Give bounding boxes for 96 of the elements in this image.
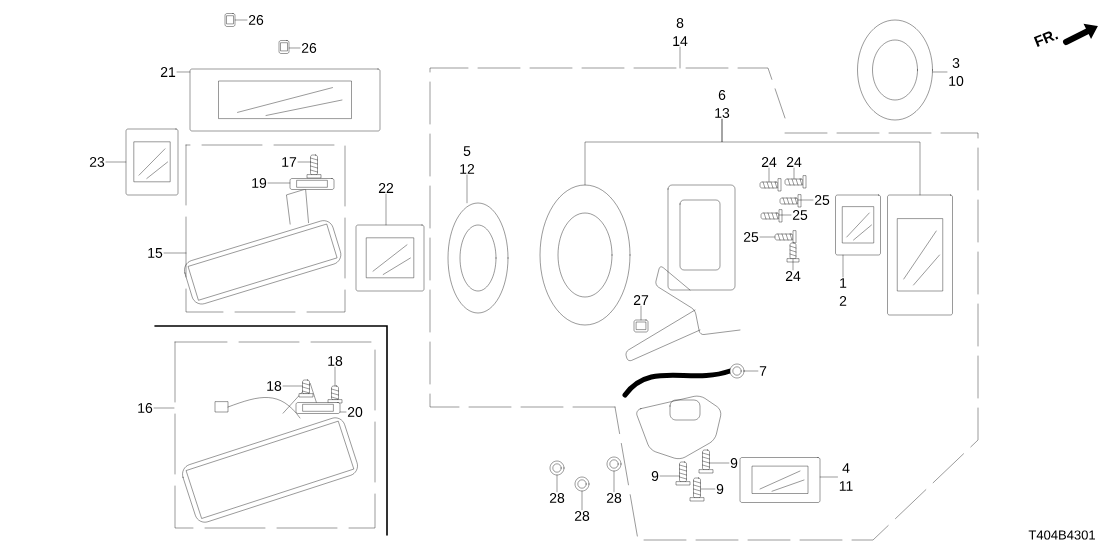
leader-line [744,370,759,372]
leader-line [340,411,347,413]
clip-drawing [633,319,649,333]
callout-number: 9 [730,458,738,468]
screw-drawing [298,379,314,398]
callout-number: 16 [138,403,153,413]
cover-drawing [355,224,425,292]
callout-number: 19 [252,178,267,188]
cover-drawing [189,68,381,132]
drawing-code: T404B4301 [1028,530,1095,540]
leader-line [556,475,558,493]
leader-line [768,167,770,182]
leader-line [297,161,311,163]
callout-number: 17 [282,157,297,167]
callout-number: 9 [651,471,659,481]
callout-number: 23 [89,157,105,167]
leader-line [792,259,794,271]
callout-number: 25 [814,195,830,205]
leader-line [793,167,795,179]
callout-number: 6 13 [715,90,730,118]
grommet-drawing [729,363,745,379]
leader-line [176,71,190,73]
callout-number: 20 [347,407,363,417]
callout-number: 18 [267,381,282,391]
callout-number: 27 [633,295,649,305]
screw-drawing [759,178,782,192]
leader-line [779,214,792,216]
callout-number: 5 12 [460,146,475,174]
callout-number: 1 2 [839,278,847,306]
leader-line [289,47,301,49]
leader-line [842,255,844,278]
leader-line [581,491,583,511]
leader-line [105,161,126,163]
screw-drawing [774,230,797,244]
callout-number: 28 [549,493,565,503]
callout-number: 3 10 [949,58,964,86]
leader-line [798,199,814,201]
bolt-drawing [698,449,714,474]
callout-number: 24 [785,271,801,281]
leader-line [820,476,838,478]
leader-line [613,471,615,493]
clip-drawing [278,40,290,54]
nut-drawing [606,456,622,472]
leader-line [700,488,716,490]
lamp-drawing [835,194,881,256]
screw-drawing [760,209,783,223]
leader-line [334,366,336,386]
screw-drawing [779,194,802,208]
housing-drawing [539,184,631,326]
leader-line [659,475,680,477]
leader-line [721,118,921,195]
callout-number: 21 [160,67,176,77]
cover-drawing [125,128,179,196]
leader-line [709,462,730,464]
callout-number: 9 [716,484,724,494]
screw-drawing [327,385,343,404]
trim-drawing [739,457,821,503]
nut-drawing [549,460,565,476]
bolt-drawing [689,477,705,502]
bolt-drawing [675,461,691,486]
callout-number: 24 [761,157,777,167]
leader-line [163,252,187,254]
callout-number: 22 [378,183,394,193]
callout-number: 24 [786,157,802,167]
leader-line [282,385,303,387]
clip-drawing [224,13,236,27]
leader-line [759,236,775,238]
callout-number: 26 [301,43,317,53]
leader-line [466,174,468,203]
callout-number: 8 14 [673,18,688,46]
leader-line [235,19,248,21]
leader-line [385,193,387,225]
callout-number: 28 [574,511,590,521]
callout-number: 15 [148,248,163,258]
leader-line [267,182,290,184]
nut-drawing [574,476,590,492]
callout-number: 26 [248,15,264,25]
direction-label: FR. [1033,31,1059,47]
leader-line [153,407,175,409]
cover-drawing [887,194,953,316]
bracket-drawing [295,402,341,414]
screw-drawing [786,242,800,263]
screw-drawing [306,154,322,179]
screw-drawing [784,175,807,189]
leader-line [640,305,642,320]
bracket-drawing [289,178,335,190]
callout-number: 4 11 [839,463,853,491]
cap-drawing [857,19,933,121]
callout-number: 18 [328,356,343,366]
mirror-glass-drawing [447,202,509,314]
callout-number: 28 [606,493,622,503]
callout-number: 25 [743,232,759,242]
leader-line [679,46,681,69]
leader-line [932,71,948,73]
callout-number: 7 [759,366,767,376]
callout-number: 25 [792,210,808,220]
